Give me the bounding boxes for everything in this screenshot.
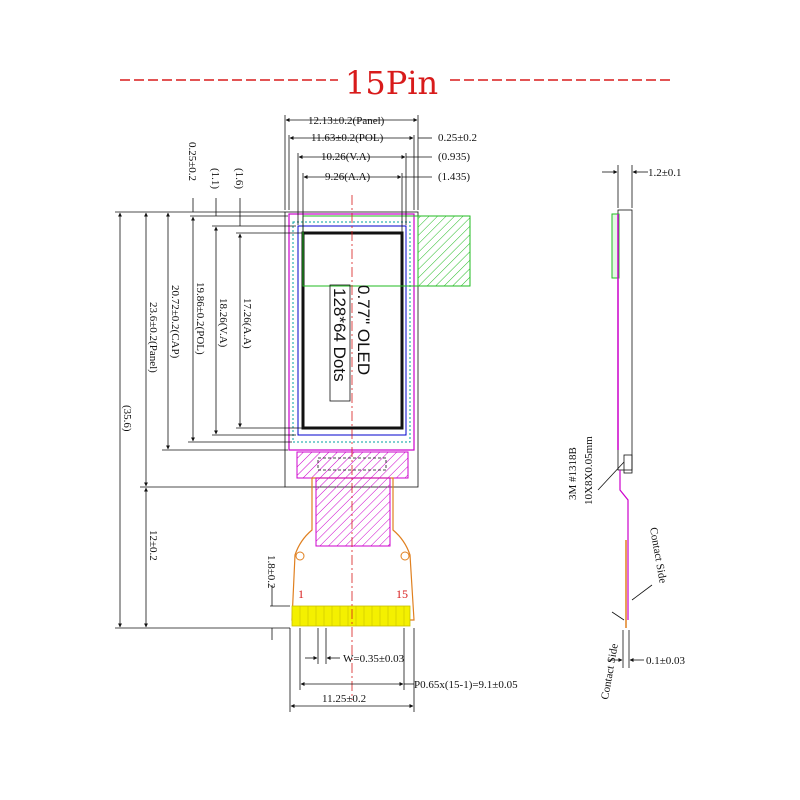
pol-outline <box>292 221 411 443</box>
dim-offset-b: (0.935) <box>438 151 470 163</box>
left-dimensions: (35.6) 23.6±0.2(Panel) 12±0.2 20.72±0.2(… <box>115 142 302 640</box>
dim-pad-width: W=0.35±0.03 <box>343 653 405 665</box>
side-panel <box>617 209 633 471</box>
dim-pol-height: 19.86±0.2(POL) <box>194 282 206 355</box>
pin-1-label: 1 <box>298 587 304 601</box>
top-dimensions: 12.13±0.2(Panel) 11.63±0.2(POL) 10.26(V.… <box>284 115 477 232</box>
dim-va-width: 10.26(V.A) <box>321 151 371 163</box>
side-cap <box>611 213 620 279</box>
dim-offset-a: 0.25±0.2 <box>438 132 477 144</box>
dim-stiffener: 1.8±0.2 <box>265 555 277 589</box>
contact-side-lower: Contact Side <box>599 643 621 701</box>
bottom-dimensions: W=0.35±0.03 P0.65x(15-1)=9.1±0.05 11.25±… <box>289 628 518 712</box>
tape-spec-2: 10X8X0.05mm <box>583 436 595 505</box>
dim-gap-2: (1.6) <box>233 168 245 189</box>
display-line-1: 0.77" OLED <box>354 285 373 375</box>
driver-ic-area <box>296 451 409 479</box>
tape-spec-1: 3M #1318B <box>567 447 579 500</box>
dim-panel-height: 23.6±0.2(Panel) <box>147 302 159 373</box>
cap-tape-hatch <box>417 215 471 287</box>
title-text: 15Pin <box>345 64 438 102</box>
dim-top-gap: 0.25±0.2 <box>186 142 198 181</box>
display-line-2: 128*64 Dots <box>330 288 349 382</box>
dim-gap-1: (1.1) <box>209 168 221 189</box>
fpc-outline <box>291 477 415 621</box>
dim-offset-c: (1.435) <box>438 171 470 183</box>
dim-fpc-width: 11.25±0.2 <box>322 693 366 705</box>
fpc-hole-right <box>400 551 410 561</box>
contact-pads <box>291 605 411 627</box>
pad-separators <box>299 606 405 626</box>
active-area <box>301 231 404 430</box>
panel-outline <box>284 211 419 488</box>
dim-va-height: 18.26(V.A) <box>217 298 229 348</box>
fpc-hole-left <box>295 551 305 561</box>
title-group: 15Pin <box>120 64 670 102</box>
side-view: 1.2±0.1 3M #1318B 10X8X0.05mm Contact Si… <box>567 165 686 701</box>
dim-pol-width: 11.63±0.2(POL) <box>311 132 384 144</box>
pin-15-label: 15 <box>396 587 408 601</box>
dim-aa-height: 17.26(A.A) <box>241 298 253 349</box>
dim-fpc-length: 12±0.2 <box>147 530 159 561</box>
cap-outline <box>288 213 415 451</box>
fpc-stiffener-hatch <box>315 477 391 547</box>
side-tape <box>623 454 633 474</box>
contact-side-upper: Contact Side <box>647 526 669 584</box>
display-line-2-box <box>329 284 351 402</box>
dim-thickness: 1.2±0.1 <box>648 167 682 179</box>
dim-fpc-thickness: 0.1±0.03 <box>646 655 686 667</box>
dim-panel-width: 12.13±0.2(Panel) <box>308 115 385 127</box>
side-fpc-bend <box>619 470 629 620</box>
front-view: 0.77" OLED 128*64 Dots 1 15 <box>284 195 471 700</box>
dim-total-height: (35.6) <box>121 405 133 432</box>
dim-aa-width: 9.26(A.A) <box>325 171 371 183</box>
dim-pitch: P0.65x(15-1)=9.1±0.05 <box>414 679 518 691</box>
dim-cap-height: 20.72±0.2(CAP) <box>169 285 181 359</box>
